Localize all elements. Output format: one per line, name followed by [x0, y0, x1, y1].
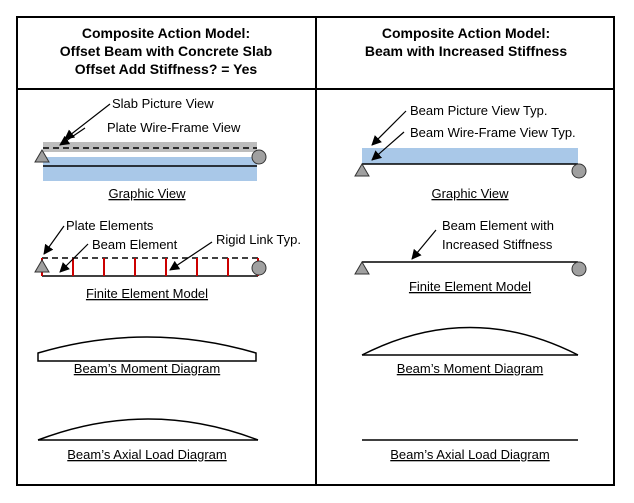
pin-support-icon [354, 261, 370, 275]
moment-curve [361, 326, 579, 356]
right-graphic-view: Beam Picture View Typ. Beam Wire-Frame V… [354, 103, 587, 201]
right-header-line-1: Composite Action Model: [382, 25, 550, 41]
beam-element-label-line-1: Beam Element with [442, 218, 554, 233]
pin-support-icon [354, 163, 370, 177]
right-moment-caption: Beam’s Moment Diagram [397, 361, 543, 376]
roller-support-icon [251, 260, 267, 276]
slab-picture [43, 142, 257, 152]
right-header-line-2: Beam with Increased Stiffness [365, 43, 568, 59]
left-fem-caption: Finite Element Model [86, 286, 208, 301]
plate-elements-label: Plate Elements [66, 218, 154, 233]
left-header-line-2: Offset Beam with Concrete Slab [60, 43, 272, 59]
beam-wireframe-leader-arrow [371, 131, 405, 161]
beam-picture [43, 157, 257, 181]
left-axial-caption: Beam’s Axial Load Diagram [67, 447, 226, 462]
beam-element-leader-arrow [59, 243, 89, 273]
plate-leader-arrow [59, 127, 86, 146]
left-moment-caption: Beam’s Moment Diagram [74, 361, 220, 376]
roller-support-icon [571, 261, 587, 277]
beam-picture [362, 148, 578, 164]
roller-support-icon [251, 149, 267, 165]
rigid-link-label: Rigid Link Typ. [216, 232, 301, 247]
left-fem: Plate Elements Beam Element Rigid Link T… [34, 218, 301, 301]
beam-element-label: Beam Element [92, 237, 178, 252]
left-moment-diagram: Beam’s Moment Diagram [37, 336, 257, 376]
beam-element-leader-arrow [411, 229, 437, 260]
right-fem: Beam Element with Increased Stiffness Fi… [354, 218, 587, 294]
plate-wireframe-label: Plate Wire-Frame View [107, 120, 241, 135]
pin-support-icon [34, 259, 50, 273]
slab-label: Slab Picture View [112, 96, 214, 111]
left-header-line-3: Offset Add Stiffness? = Yes [75, 61, 258, 77]
beam-element-label-line-2: Increased Stiffness [442, 237, 553, 252]
moment-curve [37, 336, 257, 362]
right-axial-diagram: Beam’s Axial Load Diagram [362, 439, 578, 462]
left-axial-diagram: Beam’s Axial Load Diagram [37, 418, 259, 462]
beam-picture-leader-arrow [371, 110, 407, 146]
left-graphic-caption: Graphic View [108, 186, 186, 201]
beam-picture-label: Beam Picture View Typ. [410, 103, 548, 118]
slab-leader-arrow [64, 103, 111, 140]
right-axial-caption: Beam’s Axial Load Diagram [390, 447, 549, 462]
right-moment-diagram: Beam’s Moment Diagram [361, 326, 579, 376]
left-header-line-1: Composite Action Model: [82, 25, 250, 41]
right-fem-caption: Finite Element Model [409, 279, 531, 294]
rigid-link-leader-arrow [169, 241, 213, 271]
roller-support-icon [571, 163, 587, 179]
right-graphic-caption: Graphic View [431, 186, 509, 201]
axial-curve [37, 418, 259, 441]
left-graphic-view: Slab Picture View Plate Wire-Frame View … [34, 96, 267, 201]
pin-support-icon [34, 149, 50, 163]
beam-wireframe-label: Beam Wire-Frame View Typ. [410, 125, 576, 140]
plate-elements-leader-arrow [43, 225, 65, 255]
